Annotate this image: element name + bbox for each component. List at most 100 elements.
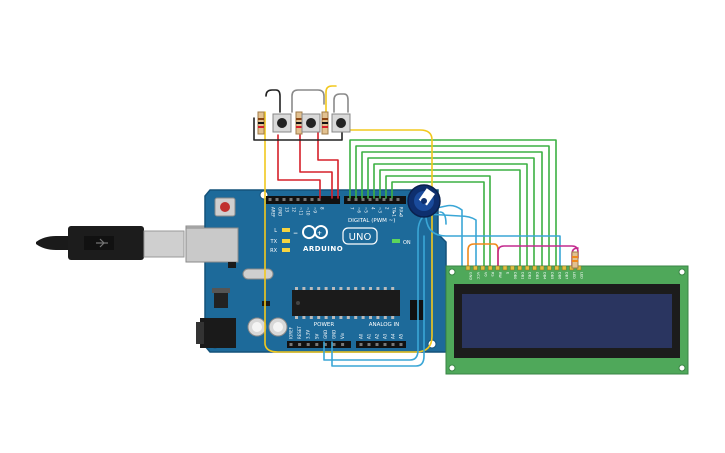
digital-header-right [344,196,406,204]
header-pin[interactable] [368,198,372,201]
svg-text:+: + [317,230,322,237]
lcd-pin-label: DB3 [535,272,539,279]
lcd-pin-label: DB5 [550,272,554,279]
digital-pin-label: ~10 [306,207,311,216]
header-pin[interactable] [282,198,286,201]
pushbutton-3[interactable] [331,113,351,133]
header-pin[interactable] [375,343,379,346]
lcd-screen [462,294,672,348]
digital-pin-label: ~5 [364,207,369,213]
header-pin[interactable] [268,198,272,201]
header-pin[interactable] [296,198,300,201]
header-pin[interactable] [399,343,403,346]
header-pin[interactable] [383,343,387,346]
power-label: POWER [314,322,335,328]
lcd-pin[interactable] [473,265,478,271]
lcd-pin[interactable] [547,265,552,271]
lcd-pin[interactable] [524,265,530,271]
header-pin[interactable] [347,198,351,201]
lcd-pin-label: DB4 [543,272,547,280]
digital-pin-label: 7 [350,207,355,210]
led-label-tx: TX [270,239,278,245]
analog-label: ANALOG IN [369,322,400,328]
lcd-pin[interactable] [495,265,500,271]
header-pin[interactable] [289,343,293,346]
header-pin[interactable] [310,198,314,201]
arduino-model: UNO [349,232,372,243]
lcd-pin-label: E [506,272,510,274]
lcd-pin[interactable] [487,265,493,271]
pushbutton-2[interactable] [301,113,321,133]
header-pin[interactable] [359,343,363,346]
svg-text:−: − [293,230,298,237]
lcd-pin[interactable] [532,265,537,271]
header-pin[interactable] [375,198,379,201]
lcd-pin[interactable] [554,265,560,271]
header-pin[interactable] [341,343,345,346]
lcd-pin-label: VCC [476,272,480,280]
digital-pin-label: 4 [371,207,376,210]
digital-pin-label: 13 [285,207,290,213]
analog-pin-label: A1 [367,333,372,339]
analog-pin-label: A2 [375,333,380,339]
lcd-pin[interactable] [502,265,508,271]
wires [253,85,579,367]
lcd-pin-label: DB2 [528,272,532,279]
power-pin-label: 5V [314,333,319,339]
led-tx [282,239,290,243]
header-pin[interactable] [315,343,319,346]
potentiometer[interactable] [407,184,441,218]
lcd-pin-label: DB7 [565,272,569,279]
power-pin-label: Vin [340,332,345,339]
header-pin[interactable] [389,198,393,201]
power-pin-label: IOREF [289,326,294,339]
header-pin[interactable] [367,343,371,346]
led-label-rx: RX [270,248,277,254]
power-pin-label: GND [332,330,337,339]
header-pin[interactable] [361,198,365,201]
pushbutton-1[interactable] [272,113,292,133]
digital-label: DIGITAL (PWM ~) [348,218,395,224]
power-pin-label: GND [323,330,328,339]
header-pin[interactable] [275,198,279,201]
voltage-regulator [214,292,228,308]
reset-button-cap [220,202,230,212]
header-pin[interactable] [303,198,307,201]
header-pin[interactable] [382,198,386,201]
analog-header [356,341,406,348]
lcd-pin-label: DB6 [557,272,561,279]
lcd-pin[interactable] [517,265,523,271]
lcd-pin[interactable] [465,265,471,271]
led-l [282,228,290,232]
uno-badge [342,227,378,245]
lcd-pin-label: LED [572,272,576,279]
lcd-pin[interactable] [539,265,545,271]
header-pin[interactable] [289,198,293,201]
header-pin[interactable] [332,343,336,346]
digital-pin-label: ~11 [299,207,304,216]
lcd-pin[interactable] [510,265,515,271]
power-jack [200,318,236,348]
header-pin[interactable] [317,198,321,201]
power-pin-label: RESET [297,326,302,339]
header-pin[interactable] [298,343,302,346]
lcd-pin[interactable] [480,265,486,271]
header-pin[interactable] [396,198,400,201]
digital-pin-label: 8 [320,207,325,210]
digital-pin-label: 12 [292,207,297,213]
header-pin[interactable] [391,343,395,346]
analog-pin-label: A3 [383,333,388,339]
crystal [242,268,274,280]
analog-pin-label: A5 [399,333,404,339]
header-pin[interactable] [306,343,310,346]
led-label-l: L [274,228,277,234]
header-pin[interactable] [354,198,358,201]
atmega-chip [292,287,400,319]
header-pin[interactable] [323,343,327,346]
power-header [287,341,351,348]
lcd-pin[interactable] [561,265,567,271]
digital-pin-label: ~9 [313,207,318,213]
led-on [392,239,400,243]
